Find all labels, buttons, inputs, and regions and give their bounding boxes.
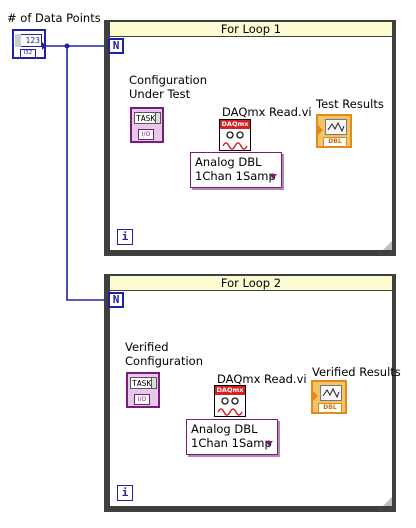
resize-handle-icon[interactable]: [383, 241, 392, 250]
loop-1-selector-line1: Analog DBL: [195, 155, 262, 169]
data-points-control[interactable]: 123 I32: [12, 29, 46, 59]
loop-1-vi-label: DAQmx Read.vi: [222, 105, 312, 119]
loop-2-task-constant[interactable]: TASK I/O: [126, 372, 160, 408]
loop-2-task-label-line1: Verified: [125, 340, 169, 354]
loop-1-daqmx-read-vi[interactable]: DAQmx: [219, 119, 251, 151]
loop-2-results-indicator[interactable]: DBL: [311, 380, 347, 414]
loop-1-count-terminal[interactable]: N: [108, 38, 124, 54]
loop-2-indicator-type: DBL: [318, 403, 342, 413]
daqmx-waveform-icon: [222, 131, 248, 150]
input-terminal-icon: [318, 125, 323, 135]
loop-2-count-terminal[interactable]: N: [108, 292, 124, 308]
loop-1-iteration-terminal: i: [117, 229, 133, 245]
daqmx-waveform-icon: [217, 397, 243, 416]
loop-1-task-label-line2: Under Test: [129, 87, 191, 101]
for-loop-2-title: For Loop 2: [110, 276, 392, 291]
dropdown-arrow-icon: [151, 377, 157, 389]
loop-2-poly-selector[interactable]: Analog DBL 1Chan 1Samp: [186, 419, 278, 455]
loop-2-vi-banner: DAQmx: [215, 386, 245, 395]
loop-1-indicator-label: Test Results: [316, 97, 384, 111]
waveform-graph-icon: [320, 385, 342, 401]
loop-1-indicator-type: DBL: [323, 137, 347, 147]
loop-2-daqmx-read-vi[interactable]: DAQmx: [214, 385, 246, 417]
waveform-graph-icon: [325, 119, 347, 135]
selector-dropdown-icon[interactable]: [265, 441, 273, 446]
loop-1-task-label-line1: Configuration: [129, 73, 207, 87]
loop-2-indicator-label: Verified Results: [312, 365, 401, 379]
output-terminal-icon: [42, 42, 46, 50]
input-terminal-icon: [313, 391, 318, 401]
data-points-type-badge: I32: [20, 49, 36, 58]
loop-2-selector-line1: Analog DBL: [191, 422, 258, 436]
loop-1-task-constant[interactable]: TASK I/O: [130, 107, 164, 143]
increment-arrows-icon: [15, 34, 21, 47]
loop-2-task-text: TASK: [130, 377, 156, 389]
loop-1-vi-banner: DAQmx: [220, 120, 250, 129]
loop-1-task-io: I/O: [138, 129, 154, 140]
loop-2-vi-label: DAQmx Read.vi: [217, 372, 307, 386]
loop-1-poly-selector[interactable]: Analog DBL 1Chan 1Samp: [190, 152, 282, 188]
resize-handle-icon[interactable]: [383, 497, 392, 506]
loop-2-task-io: I/O: [134, 394, 150, 405]
loop-2-selector-line2: 1Chan 1Samp: [191, 436, 272, 450]
loop-2-iteration-terminal: i: [117, 485, 133, 501]
data-points-label: # of Data Points: [7, 11, 101, 25]
wire-junction: [64, 43, 70, 49]
dropdown-arrow-icon: [155, 112, 161, 124]
loop-1-selector-line2: 1Chan 1Samp: [195, 169, 276, 183]
selector-dropdown-icon[interactable]: [269, 174, 277, 179]
for-loop-1-title: For Loop 1: [110, 22, 392, 37]
loop-1-results-indicator[interactable]: DBL: [316, 114, 352, 148]
loop-2-task-label-line2: Configuration: [125, 354, 203, 368]
